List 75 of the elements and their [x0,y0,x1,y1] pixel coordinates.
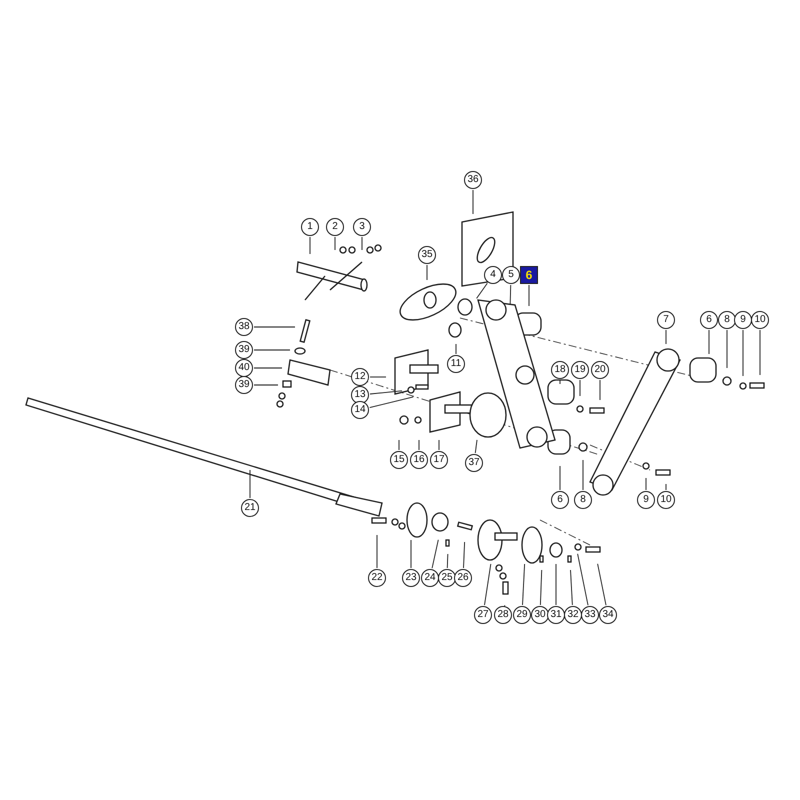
leader-line [522,564,526,606]
callout-number: 16 [410,451,428,469]
callout-number: 8 [574,491,592,509]
callout-number: 27 [474,606,492,624]
leader-line [446,554,448,568]
callout-number: 24 [421,569,439,587]
leader-line [254,384,278,386]
callout-number: 9 [637,491,655,509]
callout-number: 8 [718,311,736,329]
callout-number: 9 [734,311,752,329]
leader-line [438,440,440,450]
callout-number: 6 [551,491,569,509]
leader-line [484,563,492,606]
callout-number: 40 [235,359,253,377]
callout-number: 13 [351,386,369,404]
callout-number: 7 [657,311,675,329]
callout-number: 10 [657,491,675,509]
callout-number: 37 [465,454,483,472]
callout-number: 30 [531,606,549,624]
leader-line [463,542,466,568]
callout-number: 25 [438,569,456,587]
leader-line [582,460,584,490]
callout-number: 21 [241,499,259,517]
leader-line [510,284,512,304]
callout-number: 10 [751,311,769,329]
callout-number: 28 [494,606,512,624]
leader-line [410,540,412,568]
callout-number: 29 [513,606,531,624]
callout-number: 18 [551,361,569,379]
callout-number: 15 [390,451,408,469]
leader-line [577,553,588,606]
leader-line [369,396,414,408]
leader-line [474,439,478,454]
leader-line [708,330,710,354]
callout-number: 22 [368,569,386,587]
callout-number: 6 [520,266,538,284]
callout-number: 1 [301,218,319,236]
leader-line [426,264,428,280]
callout-number: 20 [591,361,609,379]
callout-number: 11 [447,355,465,373]
callout-number: 2 [326,218,344,236]
leader-line [398,440,400,450]
leader-line [376,534,378,568]
leader-line [432,539,439,569]
callout-number: 19 [571,361,589,379]
callout-number: 14 [351,401,369,419]
callout-number: 26 [454,569,472,587]
leader-line [472,190,474,214]
leader-line [742,330,744,376]
leader-line [370,390,402,394]
callout-number: 35 [418,246,436,264]
callout-number: 3 [353,218,371,236]
leader-line [570,570,573,606]
callout-number: 39 [235,341,253,359]
callout-number: 36 [464,171,482,189]
callout-number: 17 [430,451,448,469]
callout-number: 32 [564,606,582,624]
callout-number: 33 [581,606,599,624]
leader-line [334,236,336,250]
leader-line [254,326,296,328]
callout-number: 34 [599,606,617,624]
callout-number: 23 [402,569,420,587]
callout-number: 5 [502,266,520,284]
callout-number: 39 [235,376,253,394]
leader-line [476,282,488,299]
callout-number: 12 [351,368,369,386]
leader-line [528,284,530,306]
leader-line [418,440,420,450]
leader-line [726,330,728,368]
callout-number: 6 [700,311,718,329]
leader-line [597,563,606,606]
callout-number: 31 [547,606,565,624]
callout-number: 38 [235,318,253,336]
leader-line [540,570,542,606]
leader-line [370,376,386,378]
